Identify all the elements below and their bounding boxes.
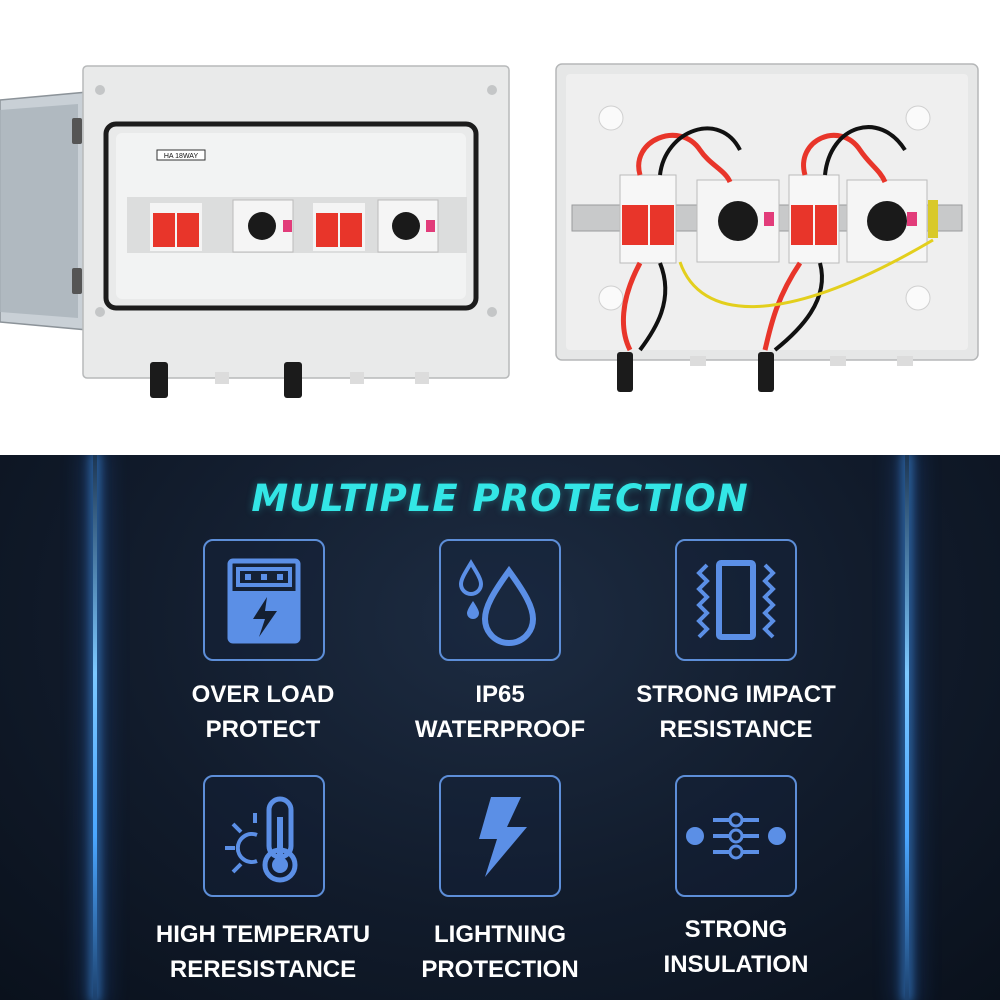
- housing-label: HA 18WAY: [164, 153, 199, 160]
- electric-meter-icon: [203, 539, 325, 661]
- combiner-box-front: HA 18WAY: [0, 65, 510, 398]
- combiner-box-inside: [555, 63, 979, 392]
- glow-line-left: [93, 455, 97, 1000]
- product-photos: HA 18WAY: [0, 63, 979, 398]
- section-title: MULTIPLE PROTECTION: [251, 477, 749, 520]
- impact-panel-icon: [675, 539, 797, 661]
- lightning-bolt-icon: [439, 775, 561, 897]
- thermometer-sun-icon: [203, 775, 325, 897]
- glow-line-right: [905, 455, 909, 1000]
- water-drops-icon: [439, 539, 561, 661]
- product-photo-area: HA 18WAY: [0, 0, 1000, 455]
- insulation-icon: [675, 775, 797, 897]
